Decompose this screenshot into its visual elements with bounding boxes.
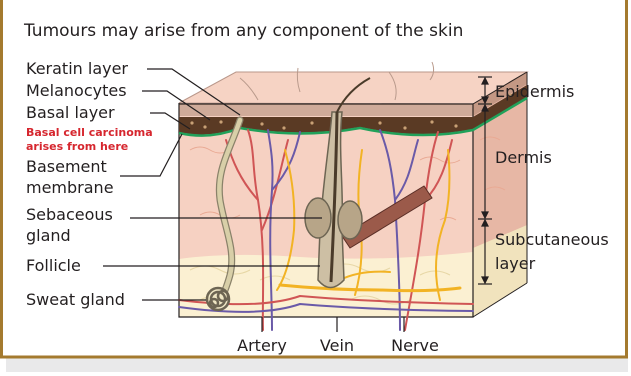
- sebaceous-gland-right: [338, 201, 362, 239]
- label-epidermis: Epidermis: [495, 82, 574, 101]
- label-subcutaneous-line2: layer: [495, 254, 536, 273]
- bottom-shadow: [6, 358, 628, 372]
- label-bcc-line2: arises from here: [26, 140, 128, 153]
- label-follicle: Follicle: [26, 256, 81, 275]
- figure-title: Tumours may arise from any component of …: [23, 21, 463, 41]
- label-melanocytes: Melanocytes: [26, 81, 127, 100]
- label-basement-line1: Basement: [26, 157, 107, 176]
- label-basement-line2: membrane: [26, 178, 114, 197]
- label-subcutaneous-line1: Subcutaneous: [495, 230, 609, 249]
- label-dermis: Dermis: [495, 148, 552, 167]
- label-sebaceous-line2: gland: [26, 226, 71, 245]
- skin-surface: [179, 72, 527, 104]
- label-nerve: Nerve: [391, 336, 439, 355]
- label-keratin-layer: Keratin layer: [26, 59, 128, 78]
- sweat-gland-coil: [207, 288, 229, 310]
- label-basal-layer: Basal layer: [26, 103, 115, 122]
- label-bcc-line1: Basal cell carcinoma: [26, 126, 153, 139]
- label-sebaceous-line1: Sebaceous: [26, 205, 113, 224]
- label-vein: Vein: [320, 336, 354, 355]
- label-sweat-gland: Sweat gland: [26, 290, 125, 309]
- label-artery: Artery: [237, 336, 287, 355]
